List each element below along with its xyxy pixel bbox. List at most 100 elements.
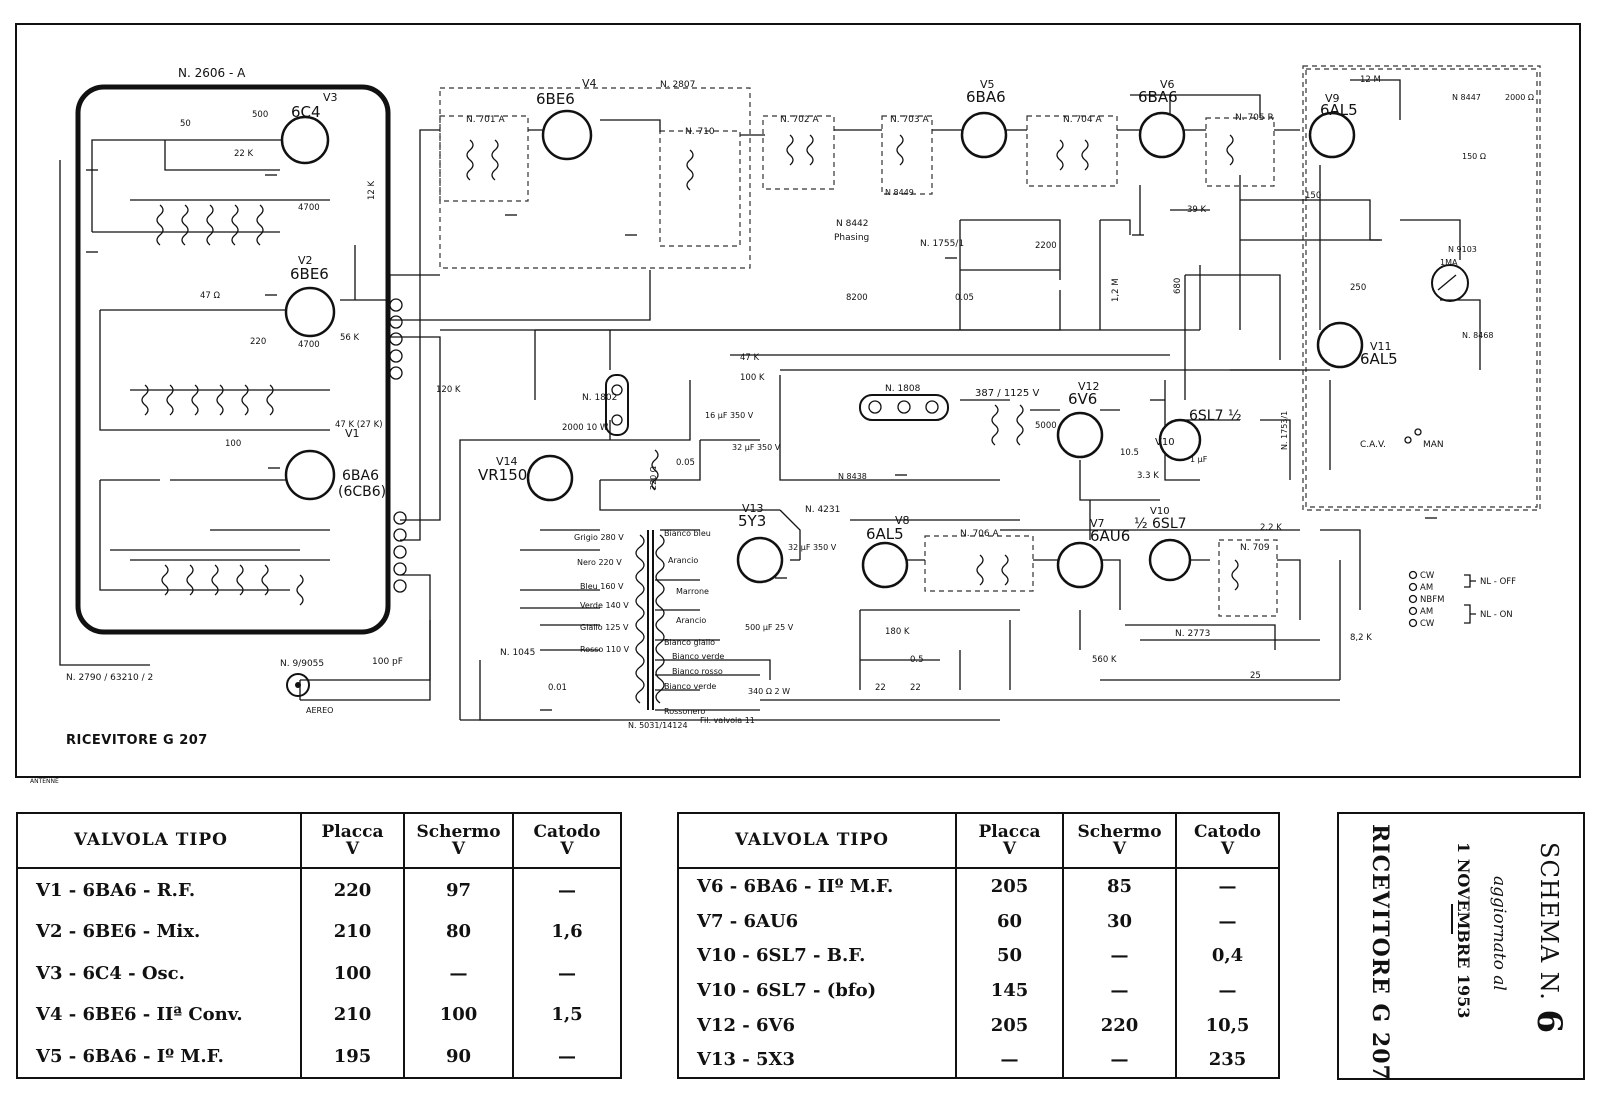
svg-text:22: 22 (910, 683, 921, 693)
placca-value: 210 (300, 994, 404, 1036)
tuning-meter (1431, 264, 1469, 302)
placca-value: 205 (955, 1007, 1063, 1043)
fuse-holder-1802 (605, 374, 629, 436)
svg-text:8,2 K: 8,2 K (1350, 633, 1372, 643)
stamp-number: 6 (1529, 1009, 1569, 1035)
part-n9103: N 9103 (1448, 245, 1477, 254)
tube-v10-audio: V10 6SL7 ½ (1155, 408, 1242, 462)
transformer-label-701: N. 701 A (466, 115, 505, 125)
svg-text:½ 6SL7: ½ 6SL7 (1134, 516, 1187, 532)
svg-text:Nero 220 V: Nero 220 V (577, 558, 622, 567)
stamp-aggiornato: aggiornato al (1489, 876, 1509, 991)
svg-text:32 µF 350 V: 32 µF 350 V (732, 443, 781, 452)
table-row: V2 - 6BE6 - Mix. 210 80 1,6 (18, 911, 620, 953)
svg-text:Arancio: Arancio (676, 616, 706, 625)
svg-text:0.01: 0.01 (548, 683, 567, 693)
mode-list: CW AM NBFM AM CW NL - OFF NL - ON (1420, 571, 1516, 629)
detector-shield-outline (1302, 65, 1541, 511)
svg-text:Bleu 160 V: Bleu 160 V (580, 582, 624, 591)
part-n8447: N 8447 (1452, 93, 1481, 102)
transformer-box-704 (1026, 115, 1118, 187)
svg-text:(6CB6): (6CB6) (338, 484, 386, 500)
svg-text:180 K: 180 K (885, 627, 910, 637)
svg-text:Giallo 125 V: Giallo 125 V (580, 623, 629, 632)
svg-text:5Y3: 5Y3 (738, 512, 766, 530)
transformer-label-710: N. 710 (685, 127, 715, 137)
component-values: 500 50 22 K 4700 12 K 47 Ω 4700 56 K 220… (180, 75, 1534, 696)
catodo-value: — (1175, 973, 1278, 1008)
svg-text:V10: V10 (1155, 437, 1175, 448)
svg-text:Grigio 280 V: Grigio 280 V (574, 533, 624, 542)
svg-text:6BE6: 6BE6 (290, 265, 329, 283)
svg-text:Marrone: Marrone (676, 587, 709, 596)
svg-text:150 Ω: 150 Ω (1462, 152, 1486, 161)
tube-v2: V2 6BE6 (284, 254, 336, 338)
table-row: V12 - 6V6 205 220 10,5 (679, 1007, 1278, 1043)
svg-text:22 K: 22 K (234, 149, 254, 159)
tube-v6: V6 6BA6 (1138, 78, 1186, 159)
svg-text:2200: 2200 (1035, 241, 1057, 251)
svg-text:Bianco rosso: Bianco rosso (672, 667, 723, 676)
tube-v3: V3 6C4 (280, 91, 338, 165)
transformer-label-703: N. 703 A (890, 115, 929, 125)
svg-text:V6: V6 (1160, 78, 1175, 91)
svg-text:V5: V5 (980, 78, 995, 91)
svg-text:6BA6: 6BA6 (966, 88, 1006, 106)
catodo-value: 1,6 (512, 911, 620, 953)
tube-v4: V4 6BE6 (536, 77, 597, 161)
table-row: V3 - 6C4 - Osc. 100 — — (18, 952, 620, 995)
transformer-label-706: N. 706 A (960, 529, 999, 539)
table-row: V4 - 6BE6 - IIª Conv. 210 100 1,5 (18, 994, 620, 1036)
svg-text:Rossonero: Rossonero (664, 707, 705, 716)
table-row: V10 - 6SL7 - (bfo) 145 — — (679, 973, 1278, 1008)
valve-name: V1 - 6BA6 - R.F. (36, 879, 196, 901)
part-n1808: N. 1808 (885, 384, 921, 394)
part-n1802: N. 1802 (582, 393, 617, 403)
svg-text:25: 25 (1250, 671, 1261, 681)
placca-value: 205 (955, 868, 1063, 905)
schermo-value: 30 (1062, 904, 1176, 939)
transformer-label-704: N. 704 A (1063, 115, 1102, 125)
tube-v11: V11 6AL5 (1316, 321, 1398, 369)
antenna-connector (286, 673, 310, 697)
power-transformer (635, 530, 665, 710)
schermo-value: 220 (1062, 1007, 1176, 1043)
svg-text:150: 150 (1305, 191, 1321, 201)
part-ant-cap: 100 pF (372, 657, 403, 667)
part-n8468: N. 8468 (1462, 331, 1493, 340)
svg-text:10.5: 10.5 (1120, 448, 1139, 458)
if-coils (466, 134, 1239, 591)
svg-text:12 M: 12 M (1360, 75, 1381, 85)
output-voltage: 387 / 1125 V (975, 388, 1039, 399)
svg-text:47 K (27 K): 47 K (27 K) (335, 420, 383, 430)
svg-text:VR150: VR150 (478, 466, 527, 484)
svg-text:V8: V8 (895, 514, 910, 527)
tube-v5: V5 6BA6 (960, 78, 1008, 159)
svg-text:250: 250 (1350, 283, 1366, 293)
svg-text:47 K: 47 K (740, 353, 760, 363)
placca-value: 60 (955, 904, 1063, 939)
transformer-box-705 (1205, 117, 1275, 187)
valve-name: V2 - 6BE6 - Mix. (36, 921, 201, 943)
svg-text:Rosso 110 V: Rosso 110 V (580, 645, 630, 654)
svg-text:56 K: 56 K (340, 333, 360, 343)
stamp-divider (1451, 904, 1453, 934)
svg-text:V13: V13 (742, 502, 764, 515)
part-n2807: N. 2807 (660, 80, 695, 90)
svg-text:220 Ω: 220 Ω (649, 466, 658, 490)
schermo-value: — (1062, 973, 1176, 1008)
tube-v13: V13 5Y3 (736, 502, 784, 584)
valve-name: V5 - 6BA6 - Iº M.F. (36, 1045, 224, 1067)
schematic-frame (15, 23, 1581, 778)
part-phasing: Phasing (834, 233, 869, 243)
svg-text:3.3 K: 3.3 K (1137, 471, 1159, 481)
part-n1045: N. 1045 (500, 648, 535, 658)
schermo-value: 97 (403, 868, 513, 912)
svg-text:6BA6: 6BA6 (342, 468, 379, 484)
placca-value: 100 (300, 952, 404, 995)
svg-text:32 µF 350 V: 32 µF 350 V (788, 543, 837, 552)
svg-text:680: 680 (1173, 278, 1183, 294)
